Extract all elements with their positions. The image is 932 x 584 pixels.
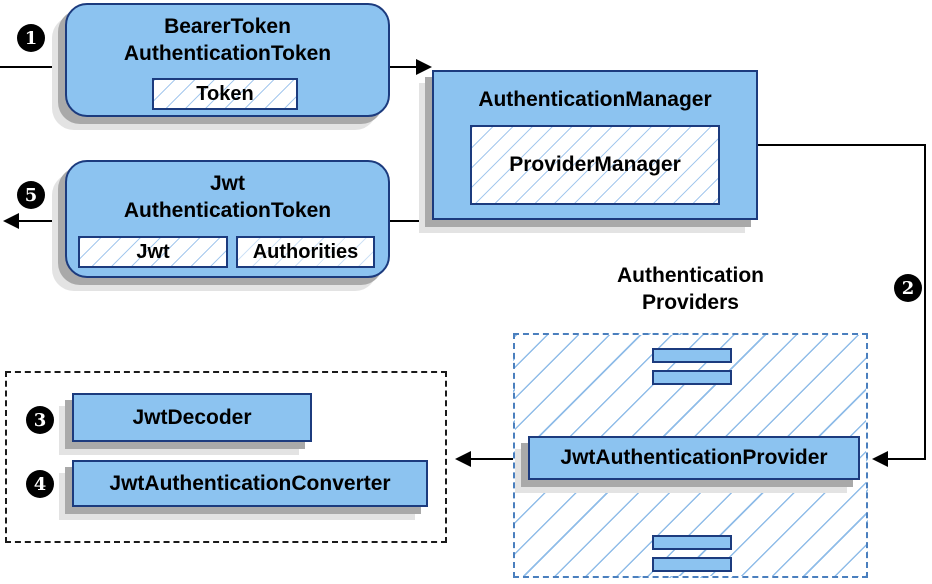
provider-manager-chip: ProviderManager [470, 125, 720, 205]
step-4-badge: 4 [26, 470, 54, 498]
authentication-providers-label-line2: Providers [642, 291, 739, 314]
generic-provider-bar [652, 535, 732, 550]
authorities-chip: Authorities [236, 236, 375, 268]
step-2-badge: 2 [894, 274, 922, 302]
jwt-authentication-converter-node: JwtAuthenticationConverter [72, 460, 428, 507]
authentication-providers-label-line1: Authentication [617, 264, 764, 287]
jwt-token-node-title: Jwt AuthenticationToken [67, 162, 388, 224]
authentication-providers-label: Authentication Providers [513, 262, 868, 316]
generic-provider-bar [652, 348, 732, 363]
converter-group-container [5, 371, 447, 543]
jwt-token-title-line1: Jwt [209, 172, 245, 195]
step-3-badge: 3 [26, 406, 54, 434]
left-arrowhead-icon [3, 213, 19, 229]
jwt-authentication-provider-node: JwtAuthenticationProvider [528, 436, 860, 480]
left-arrowhead-icon [872, 451, 888, 467]
authentication-manager-node: AuthenticationManager ProviderManager [432, 70, 758, 220]
bearer-token-title-line1: BearerToken [164, 15, 291, 38]
authentication-manager-title: AuthenticationManager [478, 88, 712, 111]
token-chip: Token [152, 78, 298, 110]
bearer-token-authentication-token-node: BearerToken AuthenticationToken Token [65, 3, 390, 117]
step-1-badge: 1 [17, 24, 45, 52]
step-5-badge: 5 [17, 181, 45, 209]
generic-provider-bar [652, 557, 732, 572]
bearer-token-node-title: BearerToken AuthenticationToken [67, 5, 388, 67]
right-arrowhead-icon [416, 59, 432, 75]
bearer-token-title-line2: AuthenticationToken [123, 42, 332, 65]
jwt-token-title-line2: AuthenticationToken [123, 199, 332, 222]
jwt-chip: Jwt [78, 236, 228, 268]
left-arrowhead-icon [455, 451, 471, 467]
generic-provider-bar [652, 370, 732, 385]
jwt-authentication-token-node: Jwt AuthenticationToken Jwt Authorities [65, 160, 390, 278]
jwt-decoder-node: JwtDecoder [72, 393, 312, 442]
